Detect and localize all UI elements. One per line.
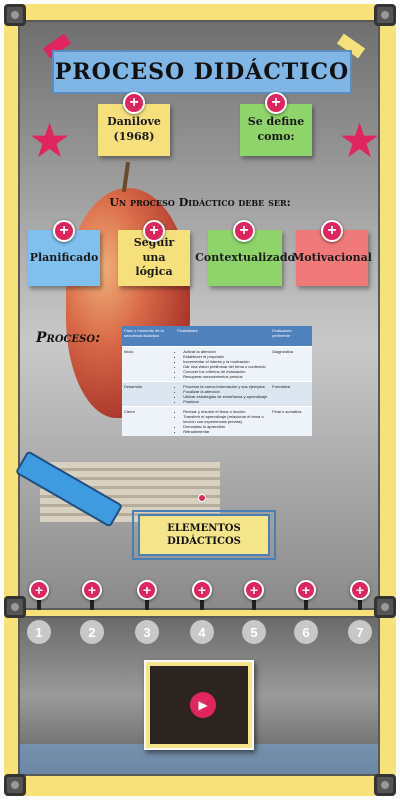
table-header-row: Fase o momento de la secuencia didáctica… xyxy=(122,326,312,346)
hotspot-3[interactable]: + xyxy=(137,580,157,610)
hotspot-2[interactable]: + xyxy=(82,580,102,610)
table-header: Finalidades xyxy=(175,326,271,346)
number-badge[interactable]: 1 xyxy=(27,620,51,644)
table-cell-items: Procesar la nueva información y sus ejem… xyxy=(175,380,271,406)
plus-icon[interactable]: + xyxy=(192,580,212,600)
plus-icon[interactable]: + xyxy=(350,580,370,600)
plus-icon[interactable]: + xyxy=(143,220,165,242)
table-cell-items: Revisar y resumir el tema o lección Tran… xyxy=(175,405,271,436)
note-planificado-text: Planificado xyxy=(29,250,99,264)
pin-icon xyxy=(198,494,206,502)
table-cell-phase: Inicio xyxy=(122,345,176,381)
page-title-text: PROCESO DIDÁCTICO xyxy=(54,59,350,85)
note-danilove-text: Danilove (1968) xyxy=(107,115,161,143)
table-header: Fase o momento de la secuencia didáctica xyxy=(122,326,176,346)
plus-icon[interactable]: + xyxy=(53,220,75,242)
list-item: Recuperar conocimientos previos xyxy=(183,374,268,379)
didactic-table: Fase o momento de la secuencia didáctica… xyxy=(122,326,312,436)
list-item: Revisar y resumir el tema o lección xyxy=(183,409,268,414)
table-cell-evaluation: Final o sumativa xyxy=(270,405,312,436)
note-seguir-logica-text: Seguir una lógica xyxy=(133,235,175,279)
corner-bracket-icon xyxy=(4,596,26,618)
plus-icon[interactable]: + xyxy=(137,580,157,600)
hotspot-6[interactable]: + xyxy=(296,580,316,610)
list-item: Practicar xyxy=(183,399,268,404)
plus-icon[interactable]: + xyxy=(244,580,264,600)
list-item: Focalizar la atención xyxy=(183,389,268,394)
video-thumbnail[interactable]: ▶ xyxy=(144,660,254,750)
plus-icon[interactable]: + xyxy=(123,92,145,114)
corner-bracket-icon xyxy=(4,4,26,26)
list-item: Establecer el propósito xyxy=(183,354,268,359)
hotspot-1[interactable]: + xyxy=(29,580,49,610)
list-item: Demostrar lo aprendido xyxy=(183,424,268,429)
hotspot-5[interactable]: + xyxy=(244,580,264,610)
plus-icon[interactable]: + xyxy=(265,92,287,114)
note-motivacional-text: Motivacional xyxy=(292,250,372,264)
number-badge[interactable]: 6 xyxy=(294,620,318,644)
star-icon: ★ xyxy=(338,115,382,168)
number-badge[interactable]: 7 xyxy=(348,620,372,644)
note-contextualizado: Contextualizado xyxy=(195,230,295,286)
elementos-frame xyxy=(132,510,276,560)
hotspot-stick xyxy=(304,600,308,610)
plus-icon[interactable]: + xyxy=(321,220,343,242)
hotspot-stick xyxy=(200,600,204,610)
list-item: Procesar la nueva información y sus ejem… xyxy=(183,384,268,389)
corner-bracket-icon xyxy=(374,596,396,618)
corner-bracket-icon xyxy=(4,774,26,796)
table-row: Inicio Activar la atención Establecer el… xyxy=(122,345,312,381)
list-item: Dar una visión preliminar del tema o con… xyxy=(183,364,268,369)
page-title: PROCESO DIDÁCTICO xyxy=(52,50,352,94)
list-item: Conocer los criterios de evaluación xyxy=(183,369,268,374)
plus-icon[interactable]: + xyxy=(233,220,255,242)
plus-icon[interactable]: + xyxy=(29,580,49,600)
list-item: Activar la atención xyxy=(183,349,268,354)
section-subtitle: Un proceso Didáctico debe ser: xyxy=(109,196,291,209)
table-row: Desarrollo Procesar la nueva información… xyxy=(122,380,312,406)
elementos-didacticos-box: ELEMENTOS DIDÁCTICOS xyxy=(138,514,270,556)
note-contextualizado-text: Contextualizado xyxy=(195,250,295,264)
table-row: Cierre Revisar y resumir el tema o lecci… xyxy=(122,405,312,436)
corner-bracket-icon xyxy=(374,774,396,796)
hotspot-stick xyxy=(358,600,362,610)
list-item: Incrementar el interés y la motivación xyxy=(183,359,268,364)
list-item: Transferir el aprendizaje (relacionar el… xyxy=(183,414,268,424)
hotspot-stick xyxy=(252,600,256,610)
number-badge[interactable]: 5 xyxy=(242,620,266,644)
hotspot-stick xyxy=(90,600,94,610)
table-cell-phase: Cierre xyxy=(122,405,176,436)
video-frame: ▶ xyxy=(150,666,248,744)
table-cell-items: Activar la atención Establecer el propós… xyxy=(175,345,271,381)
list-item: Retroalimentar xyxy=(183,429,268,434)
table-cell-evaluation: Diagnóstica xyxy=(270,345,312,381)
plus-icon[interactable]: + xyxy=(82,580,102,600)
proceso-label: Proceso: xyxy=(36,330,101,346)
list-item: Utilizar estrategias de enseñanza y apre… xyxy=(183,394,268,399)
hotspot-7[interactable]: + xyxy=(350,580,370,610)
star-icon: ★ xyxy=(28,115,72,168)
hotspot-stick xyxy=(37,600,41,610)
number-badge[interactable]: 2 xyxy=(80,620,104,644)
table-header: Evaluación pertinente xyxy=(270,326,312,346)
corner-bracket-icon xyxy=(374,4,396,26)
plus-icon[interactable]: + xyxy=(296,580,316,600)
note-se-define-text: Se define como: xyxy=(247,115,305,143)
hotspot-4[interactable]: + xyxy=(192,580,212,610)
table-cell-phase: Desarrollo xyxy=(122,380,176,406)
table-cell-evaluation: Formativa xyxy=(270,380,312,406)
hotspot-stick xyxy=(145,600,149,610)
number-badge[interactable]: 3 xyxy=(135,620,159,644)
number-badge[interactable]: 4 xyxy=(190,620,214,644)
play-icon[interactable]: ▶ xyxy=(190,692,216,718)
